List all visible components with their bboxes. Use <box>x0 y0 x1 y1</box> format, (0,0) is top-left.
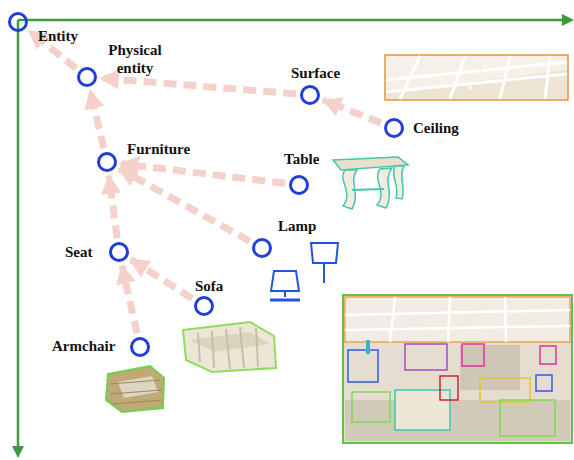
is-a-arrow <box>122 266 137 334</box>
node-label: Physical entity <box>99 41 171 77</box>
ceiling-image <box>385 55 568 100</box>
scene-image <box>343 295 572 443</box>
concept-node: Ceiling <box>384 118 404 138</box>
ceiling-beams <box>386 56 567 99</box>
node-label: Furniture <box>127 140 190 158</box>
node-label: Seat <box>65 243 93 261</box>
sofa-image <box>183 322 276 372</box>
lamp-image <box>270 243 338 300</box>
axes <box>12 14 574 458</box>
axis-arrowhead <box>12 446 24 458</box>
concept-node: Entity <box>8 12 28 32</box>
concept-node: Sofa <box>194 296 214 316</box>
is-a-arrow <box>109 176 117 238</box>
node-label: Lamp <box>278 217 316 235</box>
concept-node: Surface <box>300 85 320 105</box>
concept-node: Seat <box>109 242 129 262</box>
armchair-image <box>106 366 164 412</box>
concept-node: Table <box>289 175 309 195</box>
node-label: Ceiling <box>413 119 459 137</box>
ceiling-lights <box>438 60 530 90</box>
is-a-arrow <box>101 78 296 94</box>
concept-node: Lamp <box>252 238 272 258</box>
concept-node: Armchair <box>130 337 150 357</box>
concept-node: Physical entity <box>77 67 97 87</box>
is-a-arrow <box>323 100 381 123</box>
node-label: Armchair <box>52 337 115 355</box>
horizontal-axis <box>18 19 564 22</box>
node-label: Surface <box>291 64 340 82</box>
node-label: Entity <box>38 27 78 45</box>
ceiling-photo <box>385 55 568 100</box>
is-a-arrow <box>131 260 192 299</box>
is-a-arrow <box>119 169 250 241</box>
concept-node: Furniture <box>97 152 117 172</box>
vertical-axis <box>17 20 20 448</box>
is-a-arrow <box>90 91 104 149</box>
axis-arrowhead <box>562 14 574 26</box>
table-image <box>333 157 408 209</box>
node-label: Sofa <box>195 277 223 295</box>
node-label: Table <box>284 150 319 168</box>
